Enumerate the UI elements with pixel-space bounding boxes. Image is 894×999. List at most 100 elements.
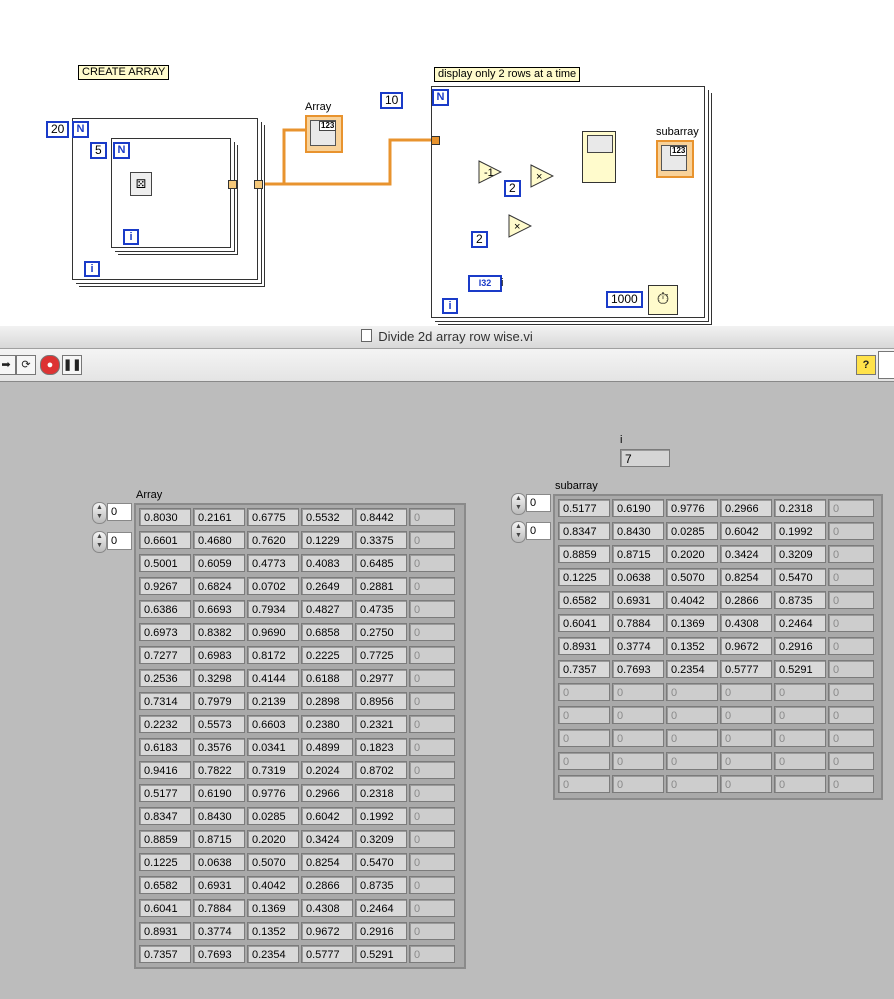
pause-icon[interactable]: ❚❚ xyxy=(62,355,82,375)
table-cell[interactable]: 0.2321 xyxy=(355,715,407,733)
table-cell[interactable]: 0 xyxy=(720,683,772,701)
table-cell[interactable]: 0.7357 xyxy=(139,945,191,963)
table-cell[interactable]: 0.1369 xyxy=(247,899,299,917)
table-cell[interactable]: 0.6582 xyxy=(139,876,191,894)
table-cell[interactable]: 0.6824 xyxy=(193,577,245,595)
table-cell[interactable]: 0.5777 xyxy=(301,945,353,963)
table-cell[interactable]: 0.2536 xyxy=(139,669,191,687)
table-cell[interactable]: 0 xyxy=(409,807,455,825)
vi-icon[interactable] xyxy=(878,351,894,379)
table-cell[interactable]: 0 xyxy=(612,706,664,724)
table-cell[interactable]: 0.8442 xyxy=(355,508,407,526)
table-cell[interactable]: 0.7979 xyxy=(193,692,245,710)
table-cell[interactable]: 0.2866 xyxy=(720,591,772,609)
table-cell[interactable]: 0.0341 xyxy=(247,738,299,756)
table-cell[interactable]: 0.4827 xyxy=(301,600,353,618)
table-cell[interactable]: 0.5777 xyxy=(720,660,772,678)
table-cell[interactable]: 0.6931 xyxy=(612,591,664,609)
table-cell[interactable]: 0.8931 xyxy=(558,637,610,655)
table-cell[interactable]: 0.6582 xyxy=(558,591,610,609)
table-cell[interactable]: 0 xyxy=(612,683,664,701)
table-cell[interactable]: 0.1992 xyxy=(355,807,407,825)
array-subset-node-icon[interactable] xyxy=(582,131,616,183)
col-index-value[interactable]: 0 xyxy=(107,532,132,550)
table-cell[interactable]: 0.2020 xyxy=(666,545,718,563)
table-cell[interactable]: 0.2977 xyxy=(355,669,407,687)
table-cell[interactable]: 0.7725 xyxy=(355,646,407,664)
table-cell[interactable]: 0.6601 xyxy=(139,531,191,549)
table-cell[interactable]: 0.2020 xyxy=(247,830,299,848)
table-cell[interactable]: 0.4308 xyxy=(301,899,353,917)
iterations-constant[interactable]: 10 xyxy=(380,92,404,109)
table-cell[interactable]: 0.6603 xyxy=(247,715,299,733)
table-cell[interactable]: 0.2024 xyxy=(301,761,353,779)
wait-ms-constant[interactable]: 1000 xyxy=(606,291,643,308)
table-cell[interactable]: 0.8956 xyxy=(355,692,407,710)
run-continuously-icon[interactable]: ⟳ xyxy=(16,355,36,375)
table-cell[interactable]: 0.8859 xyxy=(139,830,191,848)
table-cell[interactable]: 0.1352 xyxy=(666,637,718,655)
table-cell[interactable]: 0.7884 xyxy=(612,614,664,632)
table-cell[interactable]: 0 xyxy=(828,637,874,655)
row-index-value[interactable]: 0 xyxy=(526,494,551,512)
subarray-row-index[interactable]: ▲▼ 0 xyxy=(511,493,551,515)
table-cell[interactable]: 0.7693 xyxy=(193,945,245,963)
table-cell[interactable]: 0 xyxy=(409,600,455,618)
table-cell[interactable]: 0.8347 xyxy=(558,522,610,540)
array-indicator-terminal-icon[interactable]: 123 xyxy=(305,115,343,153)
table-cell[interactable]: 0.6485 xyxy=(355,554,407,572)
table-cell[interactable]: 0.2881 xyxy=(355,577,407,595)
table-cell[interactable]: 0.2898 xyxy=(301,692,353,710)
rows-constant[interactable]: 20 xyxy=(46,121,70,138)
table-cell[interactable]: 0.8735 xyxy=(774,591,826,609)
table-cell[interactable]: 0.8735 xyxy=(355,876,407,894)
table-cell[interactable]: 0.4308 xyxy=(720,614,772,632)
table-cell[interactable]: 0 xyxy=(409,761,455,779)
table-cell[interactable]: 0 xyxy=(828,775,874,793)
table-cell[interactable]: 0 xyxy=(828,499,874,517)
table-cell[interactable]: 0.9267 xyxy=(139,577,191,595)
table-cell[interactable]: 0 xyxy=(828,752,874,770)
table-cell[interactable]: 0.5291 xyxy=(774,660,826,678)
table-cell[interactable]: 0.2966 xyxy=(720,499,772,517)
table-cell[interactable]: 0.5291 xyxy=(355,945,407,963)
wait-ms-clock-icon[interactable]: ⏱ xyxy=(648,285,678,315)
table-cell[interactable]: 0.7822 xyxy=(193,761,245,779)
table-cell[interactable]: 0.2318 xyxy=(774,499,826,517)
table-cell[interactable]: 0.2649 xyxy=(301,577,353,595)
table-cell[interactable]: 0.0702 xyxy=(247,577,299,595)
table-cell[interactable]: 0.4144 xyxy=(247,669,299,687)
run-arrow-icon[interactable]: ➡ xyxy=(0,355,16,375)
table-cell[interactable]: 0 xyxy=(828,683,874,701)
table-cell[interactable]: 0.3209 xyxy=(355,830,407,848)
table-cell[interactable]: 0.6059 xyxy=(193,554,245,572)
table-cell[interactable]: 0 xyxy=(774,683,826,701)
table-cell[interactable]: 0 xyxy=(409,508,455,526)
table-cell[interactable]: 0.5177 xyxy=(139,784,191,802)
array-col-index[interactable]: ▲▼ 0 xyxy=(92,531,132,553)
table-cell[interactable]: 0 xyxy=(409,715,455,733)
table-cell[interactable]: 0.8254 xyxy=(301,853,353,871)
table-cell[interactable]: 0.2464 xyxy=(774,614,826,632)
table-cell[interactable]: 0 xyxy=(828,660,874,678)
table-cell[interactable]: 0.6183 xyxy=(139,738,191,756)
table-cell[interactable]: 0 xyxy=(558,729,610,747)
table-cell[interactable]: 0.2161 xyxy=(193,508,245,526)
table-cell[interactable]: 0.6386 xyxy=(139,600,191,618)
table-cell[interactable]: 0.2318 xyxy=(355,784,407,802)
table-cell[interactable]: 0 xyxy=(612,729,664,747)
table-cell[interactable]: 0.6041 xyxy=(139,899,191,917)
table-cell[interactable]: 0 xyxy=(409,554,455,572)
table-cell[interactable]: 0.2354 xyxy=(666,660,718,678)
table-cell[interactable]: 0 xyxy=(409,945,455,963)
table-cell[interactable]: 0.7620 xyxy=(247,531,299,549)
table-cell[interactable]: 0.7357 xyxy=(558,660,610,678)
table-cell[interactable]: 0.7319 xyxy=(247,761,299,779)
table-cell[interactable]: 0.8430 xyxy=(612,522,664,540)
table-cell[interactable]: 0 xyxy=(828,568,874,586)
table-cell[interactable]: 0.6190 xyxy=(193,784,245,802)
table-cell[interactable]: 0 xyxy=(409,646,455,664)
table-cell[interactable]: 0 xyxy=(409,692,455,710)
table-cell[interactable]: 0 xyxy=(828,614,874,632)
